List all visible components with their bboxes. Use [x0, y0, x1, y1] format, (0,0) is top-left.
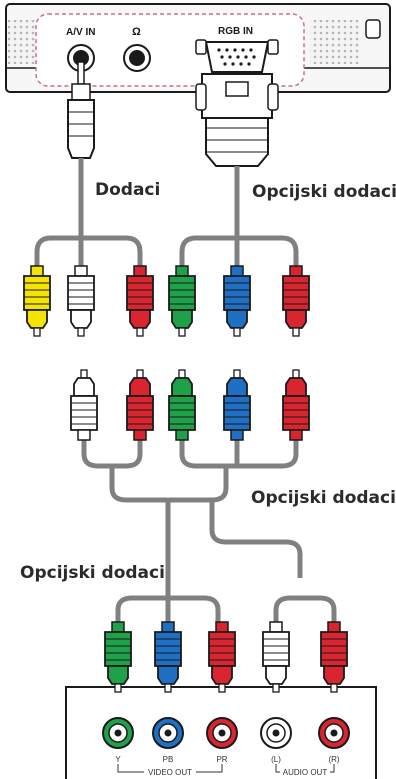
av-in-port	[67, 44, 95, 72]
plug-red-bottom-audio	[320, 621, 348, 693]
rgb-in-label: RGB IN	[218, 26, 253, 37]
vga-connector	[195, 39, 279, 167]
headphone-label: Ω	[132, 26, 141, 38]
av-jack-plug	[67, 61, 95, 159]
plug-blue-bottom	[154, 621, 182, 693]
cable-branches	[34, 235, 337, 622]
plug-blue-top	[223, 265, 251, 337]
rca-jack-3	[260, 717, 292, 749]
plug-green-top	[168, 265, 196, 337]
rca-jack-1	[152, 717, 184, 749]
plug-green-bottom	[104, 621, 132, 693]
rca-jack-4	[318, 717, 350, 749]
plug-green-mid	[168, 369, 196, 441]
plug-red-mid-comp	[282, 369, 310, 441]
label-optional-mid: Opcijski dodaci	[251, 488, 396, 508]
plug-red-top-comp	[282, 265, 310, 337]
rca-jack-0	[102, 717, 134, 749]
plug-white-top	[67, 265, 95, 337]
plug-white-bottom	[262, 621, 290, 693]
plug-white-mid	[70, 369, 98, 441]
group-brackets	[117, 764, 335, 773]
label-accessories: Dodaci	[95, 180, 160, 200]
jack-label-pr: PR	[216, 755, 227, 764]
group-label-video-out: VIDEO OUT	[148, 768, 192, 777]
plug-red-top	[126, 265, 154, 337]
label-optional-top: Opcijski dodaci	[252, 182, 396, 202]
source-jacks	[102, 717, 350, 749]
jack-label-pb: PB	[163, 755, 174, 764]
rca-jack-2	[206, 717, 238, 749]
jack-label-y: Y	[115, 755, 121, 764]
jack-label-r: (R)	[328, 755, 339, 764]
plug-blue-mid	[223, 369, 251, 441]
plug-yellow-top	[23, 265, 51, 337]
plug-red-mid	[126, 369, 154, 441]
headphone-port	[123, 44, 151, 72]
group-label-audio-out: AUDIO OUT	[283, 768, 328, 777]
av-in-label: A/V IN	[66, 27, 95, 38]
kensington-slot	[365, 19, 381, 39]
jack-label-l: (L)	[271, 755, 281, 764]
rca-plugs	[23, 265, 348, 693]
label-optional-left: Opcijski dodaci	[20, 563, 165, 583]
plug-red-bottom	[208, 621, 236, 693]
